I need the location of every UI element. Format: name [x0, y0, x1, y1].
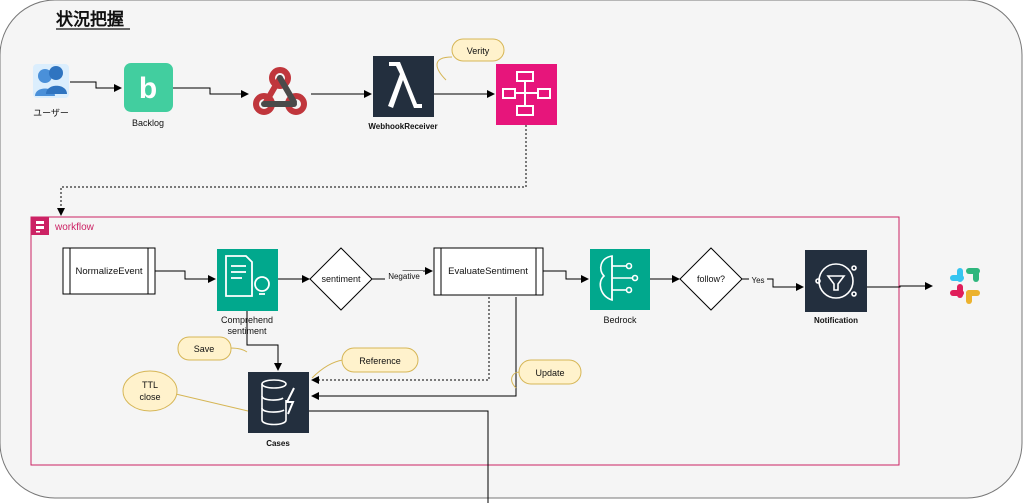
edge-comprehend-cases-save	[246, 311, 282, 371]
note-save: Save	[177, 336, 232, 361]
comprehend-icon	[217, 249, 278, 311]
edge-backlog-webhook	[173, 87, 249, 98]
note-verity-connector	[436, 56, 453, 81]
edge-evaluate-cases-update	[311, 297, 517, 400]
bedrock-icon	[590, 249, 650, 310]
page-title: 状況把握	[56, 9, 124, 29]
follow-label: follow?	[697, 274, 725, 284]
note-verity-text: Verity	[467, 46, 490, 56]
edge-normalize-comprehend	[155, 270, 216, 283]
slack-icon	[950, 268, 980, 304]
comprehend-label-line1: Comprehend	[221, 315, 273, 325]
user-label: ユーザー	[33, 108, 69, 118]
note-save-connector	[229, 347, 248, 353]
edge-user-backlog	[70, 81, 122, 92]
note-reference-connector	[311, 359, 344, 379]
edge-notification-slack	[867, 282, 933, 290]
sentiment-choice: sentiment	[309, 247, 373, 311]
edge-evaluate-bedrock	[543, 270, 589, 283]
evaluate-sentiment-node: EvaluateSentiment	[433, 247, 544, 296]
cases-node: Cases	[248, 372, 309, 448]
user-node: ユーザー	[33, 64, 69, 118]
backlog-icon: b	[124, 63, 173, 112]
edge-stepfn-workflow	[57, 125, 527, 216]
lambda-icon	[373, 56, 434, 117]
step-functions-node	[496, 64, 557, 125]
note-save-text: Save	[194, 344, 215, 354]
normalize-event-label: NormalizeEvent	[75, 266, 142, 277]
bedrock-node: Bedrock	[590, 249, 650, 325]
cases-label: Cases	[266, 439, 290, 448]
webhook-icon	[253, 67, 307, 115]
svg-text:b: b	[139, 72, 157, 105]
note-ttl-line1: TTL	[142, 380, 158, 390]
notification-node: Notification	[805, 250, 867, 325]
notification-label: Notification	[814, 316, 858, 325]
webhook-receiver-label: WebhookReceiver	[368, 122, 437, 131]
note-reference: Reference	[341, 347, 419, 373]
bedrock-label: Bedrock	[603, 315, 637, 325]
edge-label-negative: Negative	[385, 271, 423, 281]
edge-cases-down	[309, 410, 489, 503]
step-functions-icon	[496, 64, 557, 125]
workflow-group-icon	[31, 217, 49, 235]
edge-evaluate-cases-reference	[311, 297, 490, 384]
edge-label-yes-text: Yes	[751, 276, 764, 285]
dynamodb-icon	[248, 372, 309, 433]
webhook-receiver-node: WebhookReceiver	[368, 56, 438, 131]
comprehend-label-line2: sentiment	[227, 326, 267, 336]
follow-choice: follow?	[679, 247, 743, 311]
backlog-node: b Backlog	[124, 63, 173, 128]
edge-label-negative-text: Negative	[388, 272, 420, 281]
workflow-group-label: workflow	[54, 222, 95, 233]
workflow-group	[30, 216, 900, 466]
note-ttl-line2: close	[139, 392, 160, 402]
normalize-event-node: NormalizeEvent	[62, 247, 156, 295]
backlog-label: Backlog	[132, 118, 164, 128]
users-icon	[33, 64, 69, 98]
note-ttl-close: TTL close	[122, 370, 178, 412]
note-update-text: Update	[535, 368, 564, 378]
edge-label-yes: Yes	[749, 275, 767, 285]
evaluate-sentiment-label: EvaluateSentiment	[448, 266, 528, 277]
comprehend-node: Comprehend sentiment	[217, 249, 278, 336]
note-update: Update	[518, 359, 582, 385]
note-update-connector	[511, 371, 521, 389]
sentiment-label: sentiment	[321, 274, 361, 284]
note-verity: Verity	[451, 38, 505, 62]
note-reference-text: Reference	[359, 356, 401, 366]
sns-icon	[805, 250, 867, 312]
